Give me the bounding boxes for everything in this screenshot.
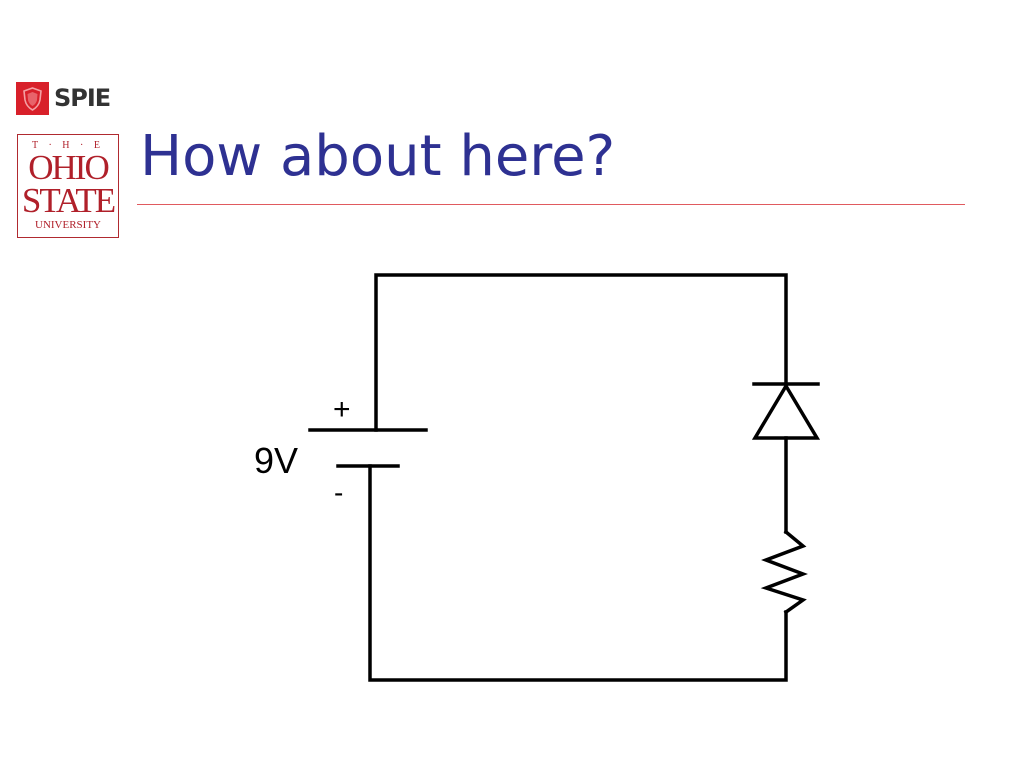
ohio-state-logo: T · H · E OHIO STATE UNIVERSITY — [17, 134, 119, 238]
spie-logo: SPIE — [16, 80, 126, 118]
shield-icon — [16, 82, 49, 115]
title-divider — [137, 204, 965, 205]
spie-wordmark: SPIE — [54, 84, 111, 112]
wire-bottom — [368, 464, 788, 682]
battery-voltage-label: 9V — [254, 440, 298, 481]
wire-top — [374, 273, 788, 432]
diode-triangle — [751, 382, 821, 440]
battery-plus-label: + — [333, 393, 351, 426]
spie-shield-graphic — [23, 87, 42, 111]
osu-logo-the: T · H · E — [32, 140, 104, 151]
battery-minus-label: - — [334, 477, 343, 508]
slide-title: How about here? — [140, 124, 616, 189]
osu-logo-university: UNIVERSITY — [35, 219, 101, 231]
osu-logo-ohio: OHIO — [28, 148, 109, 187]
resistor-zigzag — [760, 529, 808, 615]
osu-logo-state: STATE — [21, 181, 116, 220]
